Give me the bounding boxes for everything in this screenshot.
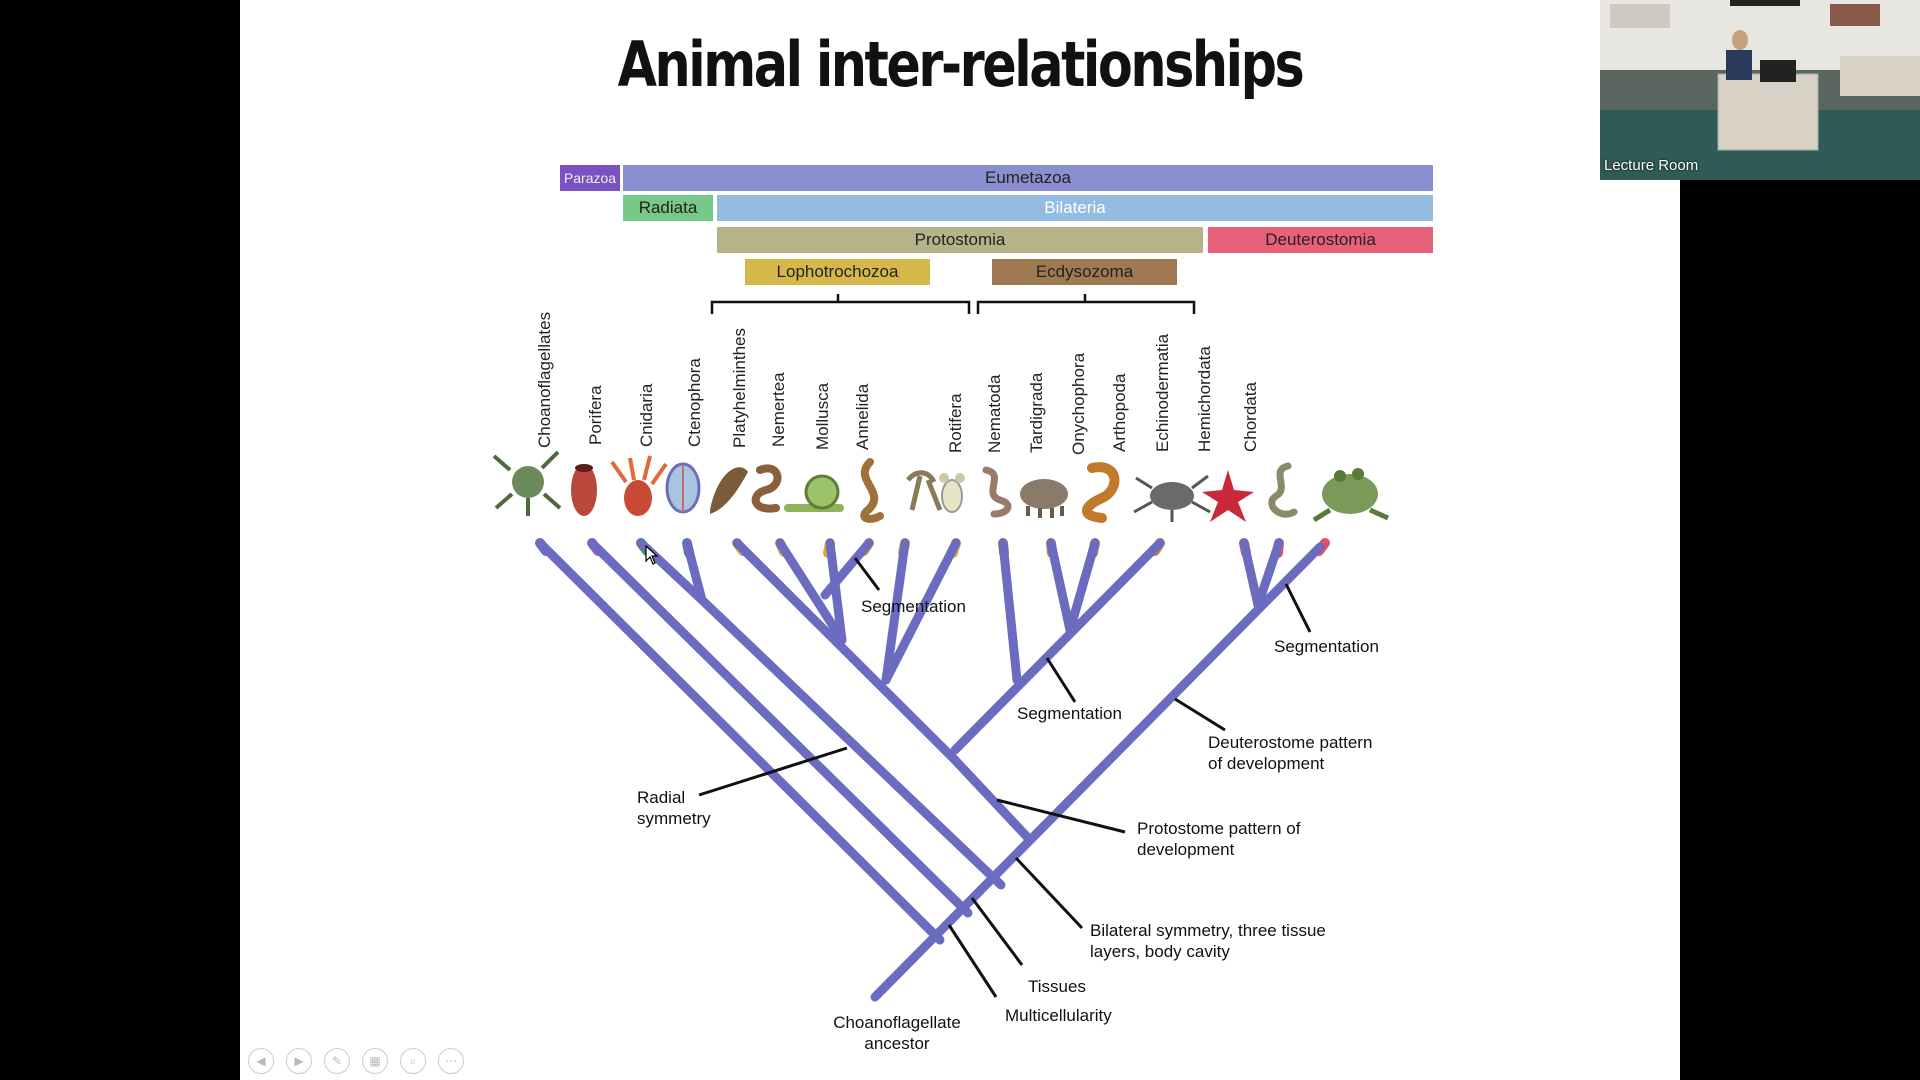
slide: Animal inter-relationships Parazoa Eumet… [240,0,1680,1080]
slide-title: Animal inter-relationships [617,28,1305,101]
segmentation-label: Segmentation [1017,704,1122,723]
onychophoran-icon [1082,462,1120,523]
nematode-icon [982,466,1012,518]
cnidarian-icon [610,455,668,516]
presentation-controls: ◀ ▶ ✎ ▦ ⌕ ⋯ [248,1048,464,1074]
segmentation-label: Segmentation [861,597,966,616]
tree-branches [535,538,1325,1002]
clade-brackets [710,294,1196,314]
band-eumetazoa: Eumetazoa [623,165,1433,191]
starfish-icon [1202,470,1254,522]
band-ecdysozoma: Ecdysozoma [992,259,1177,285]
segmentation-label: Segmentation [1274,637,1379,656]
polychaete-icon [906,470,943,511]
video-label: Lecture Room [1604,157,1699,174]
nemertean-icon [751,464,782,513]
zoom-icon[interactable]: ⌕ [400,1048,426,1074]
rotifer-icon [939,473,965,513]
previous-icon[interactable]: ◀ [248,1048,274,1074]
protostome-label: Protostome pattern of development [1137,819,1301,859]
choanoflagellate-icon [492,450,562,516]
arthropod-icon [1133,474,1211,522]
mouse-cursor-icon [645,545,659,565]
annotation-lines [698,557,1312,998]
sponge-icon [571,464,597,516]
more-icon[interactable]: ⋯ [438,1048,464,1074]
flatworm-icon [710,467,748,514]
band-radiata: Radiata [623,195,713,221]
radial-symmetry-label: Radial symmetry [637,788,711,828]
band-parazoa: Parazoa [560,165,620,191]
pen-icon[interactable]: ✎ [324,1048,350,1074]
band-protostomia: Protostomia [717,227,1203,253]
animal-icons [492,450,1390,523]
tardigrade-icon [1020,479,1068,518]
snail-icon [784,474,844,512]
next-icon[interactable]: ▶ [286,1048,312,1074]
multicellularity-label: Multicellularity [1005,1006,1112,1025]
band-lophotrochozoa: Lophotrochozoa [745,259,930,285]
lecture-room-video [1600,0,1920,180]
video-thumbnail[interactable]: Lecture Room [1600,0,1920,180]
acorn-worm-icon [1268,462,1298,518]
tissues-label: Tissues [1028,977,1086,996]
phylogenetic-tree [492,294,1390,1002]
ctenophore-icon [665,462,701,514]
frog-icon [1312,468,1390,523]
slides-icon[interactable]: ▦ [362,1048,388,1074]
ancestor-label: Choanoflagellate ancestor [833,1013,961,1053]
band-deuterostomia: Deuterostomia [1208,227,1433,253]
deuterostome-label: Deuterostome pattern of development [1208,733,1373,773]
band-bilateria: Bilateria [717,195,1433,221]
bilateral-symmetry-label: Bilateral symmetry, three tissue layers,… [1090,921,1326,961]
annelid-icon [860,458,884,523]
